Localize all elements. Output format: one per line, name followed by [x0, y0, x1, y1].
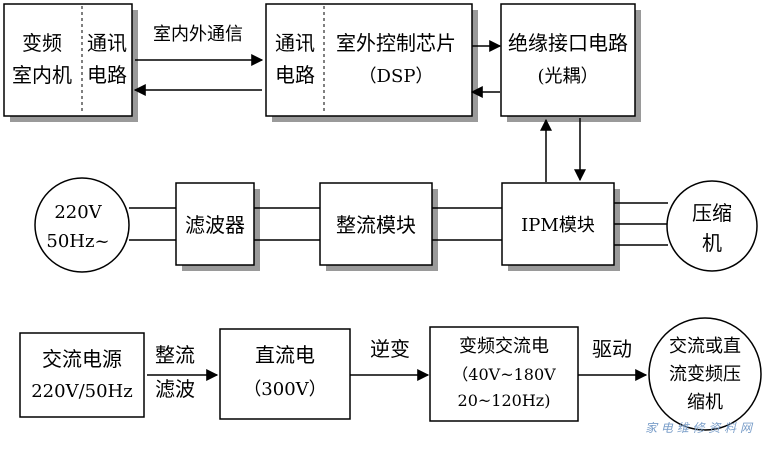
- indoor-outdoor-link-label: 室内外通信: [153, 24, 243, 45]
- dc-block: 直流电 （300V）: [219, 328, 351, 420]
- indoor-unit-block: 变频 室内机 通讯 电路: [3, 3, 138, 122]
- vf-voltage-range: （40V~180V: [452, 365, 556, 384]
- inverter-compressor-circle: 交流或直 流变频压 缩机: [648, 317, 762, 431]
- isolation-label: 绝缘接口电路: [508, 31, 628, 55]
- voltage-label: 220V: [54, 202, 102, 223]
- dc-voltage-label: （300V）: [243, 379, 326, 400]
- filter-label: 滤波器: [185, 213, 245, 237]
- isolation-interface-block: 绝缘接口电路 (光耦）: [500, 3, 641, 122]
- compressor-label-2: 机: [702, 231, 722, 255]
- compressor-label-1: 压缩: [692, 201, 732, 225]
- indoor-unit-label-1: 变频: [22, 31, 62, 55]
- inverter-compressor-label-2: 流变频压: [669, 364, 741, 385]
- vf-frequency-range: 20~120Hz): [458, 391, 551, 410]
- indoor-comm-label-2: 电路: [87, 63, 127, 87]
- rectify-step-label-1: 整流: [155, 343, 195, 367]
- ipm-label: IPM模块: [521, 215, 595, 236]
- frequency-label: 50Hz~: [46, 231, 109, 252]
- invert-step-label: 逆变: [370, 337, 410, 361]
- drive-step-label: 驱动: [592, 337, 632, 361]
- ac-source-label: 交流电源: [42, 347, 122, 371]
- compressor-circle: 压缩 机: [666, 180, 758, 272]
- dc-label: 直流电: [255, 343, 315, 367]
- indoor-unit-label-2: 室内机: [12, 63, 72, 87]
- outdoor-comm-label-1: 通讯: [275, 31, 315, 55]
- optocoupler-label: (光耦）: [537, 66, 598, 87]
- indoor-comm-label-1: 通讯: [87, 31, 127, 55]
- power-source-circle: 220V 50Hz~: [34, 177, 130, 273]
- outdoor-comm-label-2: 电路: [275, 63, 315, 87]
- ac-source-spec: 220V/50Hz: [31, 381, 133, 402]
- rectifier-label: 整流模块: [336, 213, 416, 237]
- vf-ac-label: 变频交流电: [459, 336, 549, 357]
- inverter-compressor-label-3: 缩机: [687, 392, 723, 413]
- rectify-step-label-2: 滤波: [155, 377, 195, 401]
- ac-source-block: 交流电源 220V/50Hz: [19, 332, 145, 418]
- watermark: 家 电 维 修 资 料 网: [645, 421, 754, 435]
- rectifier-block: 整流模块: [319, 182, 438, 271]
- ipm-block: IPM模块: [501, 182, 620, 271]
- outdoor-chip-block: 通讯 电路 室外控制芯片 （DSP）: [265, 3, 478, 122]
- inverter-compressor-label-1: 交流或直: [669, 336, 741, 357]
- filter-block: 滤波器: [175, 182, 260, 271]
- outdoor-chip-label: 室外控制芯片: [336, 31, 456, 55]
- vf-ac-block: 变频交流电 （40V~180V 20~120Hz): [429, 326, 579, 422]
- dsp-label: （DSP）: [359, 66, 434, 87]
